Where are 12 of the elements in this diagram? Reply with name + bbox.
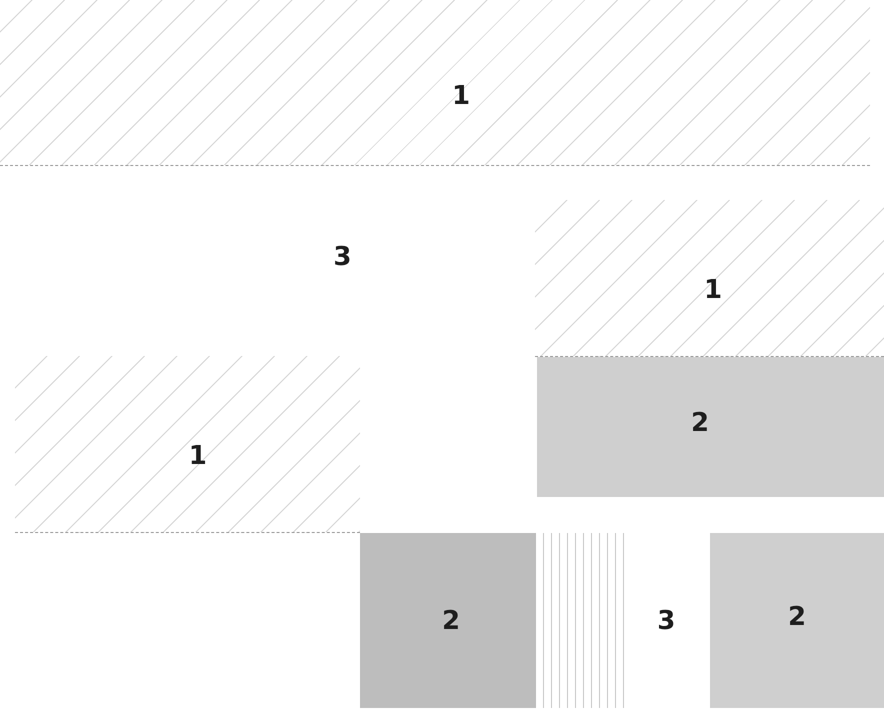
area-number: 1	[452, 82, 470, 109]
shaded-area	[710, 533, 884, 708]
area-number: 3	[657, 608, 676, 634]
area-number: 1	[704, 277, 722, 304]
area-number: 1	[188, 443, 207, 470]
area-number: 3	[333, 244, 352, 270]
shaded-area	[360, 533, 535, 708]
hatched-area	[0, 0, 870, 166]
shaded-area	[537, 357, 884, 497]
area-number: 2	[691, 410, 710, 436]
area-number: 2	[788, 604, 806, 630]
area-number: 2	[442, 608, 460, 634]
